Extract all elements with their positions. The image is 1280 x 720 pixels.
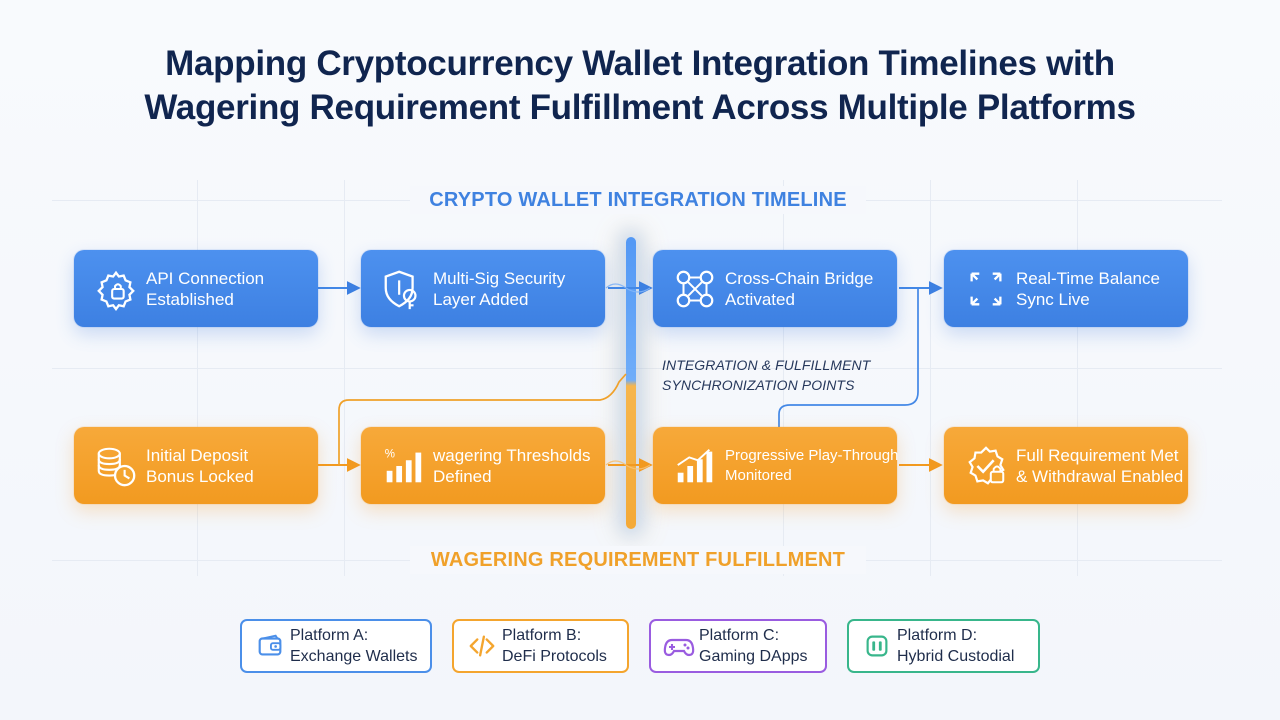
synchronization-points-label: INTEGRATION & FULFILLMENT SYNCHRONIZATIO…	[662, 355, 892, 395]
platform-legend-label: Platform C: Gaming DApps	[699, 625, 808, 667]
platform-name: Platform D:	[897, 627, 978, 644]
step-subtitle: Layer Added	[433, 289, 529, 309]
step-subtitle: Sync Live	[1016, 289, 1090, 309]
platform-legend-b: Platform B: DeFi Protocols	[452, 619, 629, 673]
gear-lock-icon	[88, 261, 144, 317]
integration-section-label: CRYPTO WALLET INTEGRATION TIMELINE	[410, 186, 866, 214]
wagering-step-label: wagering Thresholds Defined	[433, 445, 591, 487]
step-title: Progressive Play-Through	[725, 446, 899, 464]
step-title: wagering Thresholds	[433, 445, 591, 465]
hybrid-icon	[857, 626, 897, 666]
platform-name: Platform C:	[699, 627, 780, 644]
step-subtitle: & Withdrawal Enabled	[1016, 466, 1184, 486]
integration-step-label: Cross-Chain Bridge Activated	[725, 268, 873, 310]
sync-arrows-icon	[958, 261, 1014, 317]
step-subtitle: Activated	[725, 289, 795, 309]
sync-label-line: INTEGRATION & FULFILLMENT	[662, 357, 871, 373]
integration-step-api-connection: API Connection Established	[74, 250, 318, 327]
gamepad-icon	[659, 626, 699, 666]
integration-step-label: Real-Time Balance Sync Live	[1016, 268, 1160, 310]
grid-line	[52, 368, 1222, 369]
platform-legend-d: Platform D: Hybrid Custodial	[847, 619, 1040, 673]
step-subtitle: Monitored	[725, 466, 792, 484]
wagering-step-initial-deposit: Initial Deposit Bonus Locked	[74, 427, 318, 504]
integration-step-real-time-balance: Real-Time Balance Sync Live	[944, 250, 1188, 327]
platform-legend-a: Platform A: Exchange Wallets	[240, 619, 432, 673]
growth-bars-icon	[667, 438, 723, 494]
platform-legend-label: Platform B: DeFi Protocols	[502, 625, 607, 667]
badge-lock-icon	[958, 438, 1014, 494]
integration-step-label: Multi-Sig Security Layer Added	[433, 268, 565, 310]
step-title: Initial Deposit	[146, 445, 249, 465]
page-title: Mapping Cryptocurrency Wallet Integratio…	[0, 42, 1280, 130]
integration-step-label: API Connection Established	[146, 268, 264, 310]
code-icon	[462, 626, 502, 666]
wagering-step-label: Initial Deposit Bonus Locked	[146, 445, 254, 487]
wagering-step-label: Full Requirement Met & Withdrawal Enable…	[1016, 445, 1183, 487]
title-line: Mapping Cryptocurrency Wallet Integratio…	[165, 44, 1115, 83]
grid-line	[344, 180, 345, 576]
step-subtitle: Established	[146, 289, 234, 309]
wagering-section-label: WAGERING REQUIREMENT FULFILLMENT	[410, 546, 866, 574]
platform-description: Gaming DApps	[699, 648, 808, 665]
shield-key-icon	[375, 261, 431, 317]
title-line: Wagering Requirement Fulfillment Across …	[144, 88, 1136, 127]
platform-description: Hybrid Custodial	[897, 648, 1015, 665]
step-title: Cross-Chain Bridge	[725, 268, 874, 288]
sync-label-line: SYNCHRONIZATION POINTS	[662, 377, 855, 393]
integration-step-multisig: Multi-Sig Security Layer Added	[361, 250, 605, 327]
grid-line	[197, 180, 198, 576]
wagering-step-full-requirement: Full Requirement Met & Withdrawal Enable…	[944, 427, 1188, 504]
step-title: API Connection	[146, 268, 265, 288]
integration-step-cross-chain: Cross-Chain Bridge Activated	[653, 250, 897, 327]
wagering-step-thresholds: % wagering Thresholds Defined	[361, 427, 605, 504]
step-subtitle: Defined	[433, 466, 492, 486]
percent-bars-icon: %	[375, 438, 431, 494]
step-subtitle: Bonus Locked	[146, 466, 254, 486]
wagering-step-progressive-play-through: Progressive Play-Through Monitored	[653, 427, 898, 504]
wagering-step-label: Progressive Play-Through Monitored	[725, 446, 898, 486]
network-nodes-icon	[667, 261, 723, 317]
step-title: Real-Time Balance	[1016, 268, 1160, 288]
wallet-icon	[250, 626, 290, 666]
step-title: Multi-Sig Security	[433, 268, 566, 288]
platform-name: Platform B:	[502, 627, 582, 644]
synchronization-glow-line	[626, 237, 636, 529]
platform-name: Platform A:	[290, 627, 369, 644]
platform-legend-c: Platform C: Gaming DApps	[649, 619, 827, 673]
platform-legend-label: Platform A: Exchange Wallets	[290, 625, 417, 667]
platform-description: Exchange Wallets	[290, 648, 418, 665]
platform-description: DeFi Protocols	[502, 648, 607, 665]
step-title: Full Requirement Met	[1016, 445, 1179, 465]
grid-line	[930, 180, 931, 576]
coins-clock-icon	[88, 438, 144, 494]
svg-text:%: %	[385, 448, 395, 460]
grid-line	[1077, 180, 1078, 576]
platform-legend-label: Platform D: Hybrid Custodial	[897, 625, 1014, 667]
